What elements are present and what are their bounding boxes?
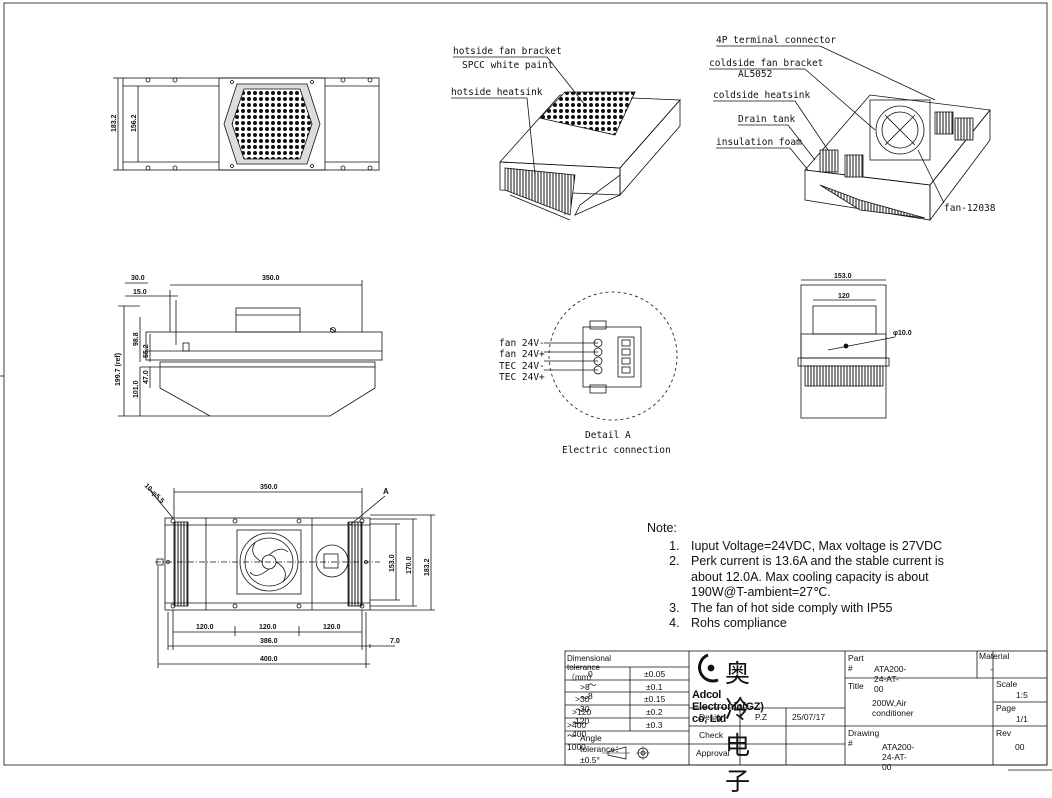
note-item-4: Rohs compliance <box>683 616 967 632</box>
drawing-canvas: 183.2 156.2 hotside fan bracket SPCC whi… <box>0 2 1052 771</box>
angle-tolerance: Angle tolerance：±0.5° <box>580 733 624 765</box>
callout-hotside-heatsink: hotside heatsink <box>451 87 543 98</box>
dim-side-47: 47.0 <box>143 370 150 384</box>
notes-block: Note: Iuput Voltage=24VDC, Max voltage i… <box>647 521 967 632</box>
dim-bottom-120b: 120.0 <box>259 624 277 631</box>
company-cn-name: 奥冷电子 <box>725 659 752 796</box>
detail-a-view <box>544 291 678 421</box>
dim-bottom-350: 350.0 <box>260 484 278 491</box>
design-by: P.Z <box>755 712 768 722</box>
pin-label-2: fan 24V+ <box>499 349 545 360</box>
iso-hotside-view <box>499 91 681 221</box>
sheet-border <box>3 2 1048 766</box>
company-en-name: Adcol Electronic(GZ) co, Ltd <box>692 689 764 725</box>
detail-title: Detail A <box>585 430 631 441</box>
tol-range-1: 0～8 <box>588 669 597 701</box>
dim-top-inner-height: 156.2 <box>131 114 138 132</box>
dim-side-30: 30.0 <box>131 275 145 282</box>
dim-side-55: 55.2 <box>143 344 150 358</box>
material-label: Material <box>979 651 1010 661</box>
scale-value: 1:5 <box>1016 690 1028 700</box>
projection-symbol-icon <box>602 746 650 760</box>
tol-value-4: ±0.2 <box>646 707 663 717</box>
callout-insulation-foam: insulation foam <box>716 137 802 148</box>
callout-coldside-heatsink: coldside heatsink <box>713 90 811 101</box>
note-item-3: The fan of hot side comply with IP55 <box>683 601 967 617</box>
dim-top-height: 183.2 <box>111 114 118 132</box>
title-block-grid <box>564 650 1048 766</box>
dim-side-350: 350.0 <box>262 275 280 282</box>
dim-bottom-386: 386.0 <box>260 638 278 645</box>
dim-end-153: 153.0 <box>834 273 852 280</box>
drawing-sheet: 183.2 156.2 hotside fan bracket SPCC whi… <box>0 2 1052 771</box>
drawing-number: ATA200-24-AT-00 <box>882 742 915 772</box>
tol-value-1: ±0.05 <box>644 669 666 679</box>
company-logo-icon <box>698 653 719 683</box>
tol-range-4: >120～400 <box>572 707 592 739</box>
dim-bottom-153: 153.0 <box>389 554 396 572</box>
note-item-2: Perk current is 13.6A and the stable cur… <box>683 554 967 601</box>
check-label: Check <box>699 730 724 740</box>
title-value: 200W,Air conditioner <box>872 698 914 718</box>
callout-terminal: 4P terminal connector <box>716 35 836 46</box>
dim-side-15: 15.0 <box>133 289 147 296</box>
dim-bottom-detail-ref: A <box>383 487 389 496</box>
material-value: - <box>990 664 993 674</box>
design-label: Design <box>699 712 726 722</box>
dim-side-101: 101.0 <box>133 380 140 398</box>
dim-bottom-170: 170.0 <box>406 556 413 574</box>
page-label: Page <box>996 703 1016 713</box>
dim-side-98: 98.8 <box>133 332 140 346</box>
tol-value-3: ±0.15 <box>644 694 666 704</box>
side-view <box>118 280 383 417</box>
tol-range-2: >8～30 <box>580 682 590 714</box>
callout-coldside-fan-bracket: coldside fan bracket <box>709 58 823 69</box>
pin-label-3: TEC 24V- <box>499 361 545 372</box>
dim-side-ref: 199.7 (ref) <box>115 353 122 386</box>
dim-end-phi: φ10.0 <box>893 330 912 337</box>
part-number: ATA200-24-AT-00 <box>874 664 907 694</box>
tol-value-5: ±0.3 <box>646 720 663 730</box>
dim-bottom-holes: 10-φ5.5 <box>143 482 166 505</box>
callout-drain-tank: Drain tank <box>738 114 795 125</box>
tol-range-5: >400～1000 <box>567 720 587 752</box>
detail-subtitle: Electric connection <box>562 445 671 456</box>
dim-bottom-400: 400.0 <box>260 656 278 663</box>
approval-label: Approval <box>696 748 730 758</box>
pin-label-4: TEC 24V+ <box>499 372 545 383</box>
dim-bottom-120c: 120.0 <box>323 624 341 631</box>
title-label: Title <box>848 681 864 691</box>
callout-fan: fan-12038 <box>944 203 996 214</box>
pin-label-1: fan 24V- <box>499 338 545 349</box>
bottom-view <box>147 487 435 668</box>
dim-bottom-120a: 120.0 <box>196 624 214 631</box>
part-label: Part # <box>848 653 864 673</box>
rev-value: 00 <box>1015 742 1025 752</box>
tol-range-3: >30～120 <box>575 694 590 726</box>
tolerance-header: Dimensional tolerance（mm） <box>567 654 612 682</box>
dim-bottom-7: 7.0 <box>390 638 400 645</box>
dim-end-120: 120 <box>838 293 850 300</box>
callout-spcc: SPCC white paint <box>462 60 554 71</box>
design-date: 25/07/17 <box>792 712 826 722</box>
end-view <box>797 279 896 419</box>
page-value: 1/1 <box>1016 714 1028 724</box>
callout-al5052: AL5052 <box>738 69 772 80</box>
top-view <box>113 77 380 171</box>
notes-title: Note: <box>647 521 677 535</box>
dim-bottom-1832: 183.2 <box>424 558 431 576</box>
callout-hotside-fan-bracket: hotside fan bracket <box>453 46 562 57</box>
iso-coldside-view <box>804 94 991 222</box>
drawing-label: Drawing # <box>848 728 880 748</box>
scale-label: Scale <box>996 679 1018 689</box>
note-item-1: Iuput Voltage=24VDC, Max voltage is 27VD… <box>683 539 967 555</box>
tol-value-2: ±0.1 <box>646 682 663 692</box>
rev-label: Rev <box>996 728 1012 738</box>
